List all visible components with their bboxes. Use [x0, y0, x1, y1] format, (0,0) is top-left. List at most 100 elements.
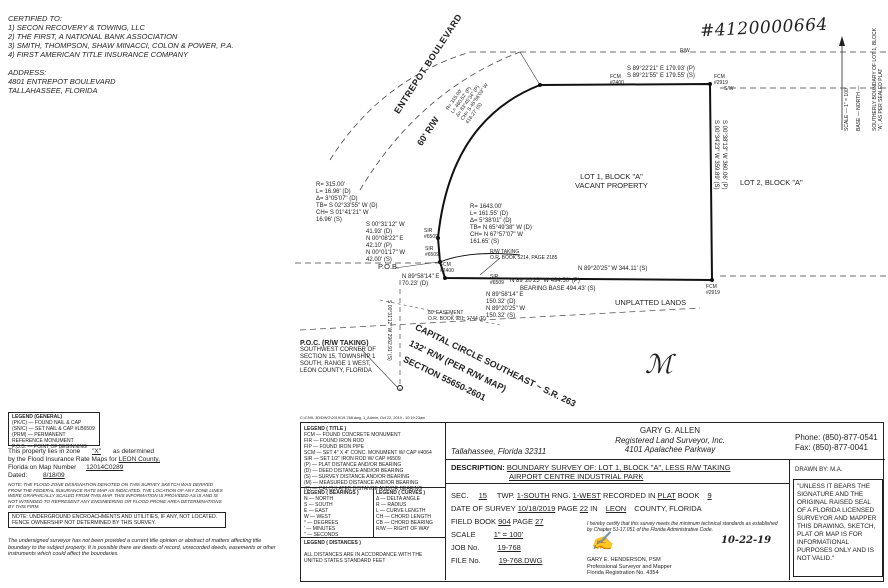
bearing-text: 42.00' (S): [366, 257, 392, 263]
scale-value: 1" = 100': [493, 530, 524, 539]
legend-bearings: LEGEND ( BEARINGS ) N — NORTH S — SOUTH …: [304, 490, 372, 538]
legend-item: SCM — SET 4" X 4" CONC. MONUMENT W/ CAP …: [304, 450, 432, 456]
job-value: 19-768: [497, 543, 521, 552]
monument-marker: [436, 236, 440, 240]
easement-label: 80' EASEMENT O.R. BOOK 981, 1744 (P): [428, 310, 486, 322]
signer-name: GARY E. HENDERSON, PSM: [587, 557, 661, 563]
curve-text: R= 315.00': [316, 182, 346, 188]
curve-text: TB= N 65°49'38" W (D): [470, 225, 532, 231]
marker-label: FCM #2400: [610, 74, 624, 86]
field-label: RECORDED IN: [602, 491, 656, 500]
marker-label: FCM #2919: [706, 284, 720, 296]
entrepot-west-edge: [329, 51, 471, 161]
bearing-text: N 00°01'17" W: [366, 250, 406, 256]
legend-item: SIR — SET 1/2" IRON ROD W/ CAP #6509: [304, 456, 401, 462]
legend-item: (P) — PLAT DISTANCE AND/OR BEARING: [304, 462, 402, 468]
flood-text: Florida on Map Number: [8, 464, 77, 471]
legend-item: R — RADIUS: [376, 502, 407, 508]
rng-value: 1-WEST: [572, 491, 601, 500]
curve-text: CH= N 67°57'07" W: [470, 232, 523, 238]
certified-line: 2) THE FIRST, A NATIONAL BANK ASSOCIATIO…: [8, 32, 178, 41]
description-block: DESCRIPTION: BOUNDARY SURVEY OF: LOT 1, …: [451, 463, 787, 481]
surveyor-name: GARY G. ALLEN: [639, 426, 701, 435]
signature-date: 10-22-19: [721, 535, 772, 546]
bottom-bearing: N 89°20'25" W 344.11' (S): [578, 266, 648, 272]
legend-item: FCM — FOUND CONCRETE MONUMENT: [304, 432, 401, 438]
field-label: IN: [590, 504, 598, 513]
rw-taking-arc: [439, 253, 521, 263]
curve-text: TB= S 02°33'55" W (D): [316, 203, 378, 209]
flood-map-number: 12014C0289: [86, 464, 124, 471]
legend-title: LEGEND ( BEARINGS ): [304, 490, 359, 496]
signer-title: Professional Surveyor and Mapper: [587, 563, 672, 570]
radial-line: [519, 51, 541, 86]
entrepot-east-edge: [359, 51, 521, 191]
west-line-label: S 00°31'12" W 2962.91' (S): [386, 300, 392, 361]
monument-marker: [538, 83, 542, 87]
marker-label: SIR #6509: [425, 246, 439, 258]
pob-leader: [394, 261, 439, 269]
field-label: FIELD BOOK: [451, 517, 497, 526]
surveyor-city: Tallahassee, Florida 32311: [451, 447, 547, 456]
monument-marker: [710, 278, 714, 282]
phone-text: Phone: (850)-877-0541: [795, 433, 878, 442]
easement-text: 80' EASEMENT: [428, 310, 464, 316]
legend-item: CB — CHORD BEARING: [376, 520, 433, 526]
legend-item: W — WEST: [304, 514, 331, 520]
field-label: PAGE: [512, 517, 534, 526]
legend-item: (S) — SURVEY DISTANCE AND/OR BEARING: [304, 474, 410, 480]
certified-line: 1) SECON RECOVERY & TOWING, LLC: [8, 23, 145, 32]
marker-label: SIR #6509: [424, 228, 438, 240]
certified-line: 3) SMITH, THOMPSON, SHAW MINACCI, COLON …: [8, 41, 234, 50]
curve-text: CH= S 01°41'21" W: [316, 210, 369, 216]
legend-title: LEGEND ( TITLE ): [304, 426, 347, 432]
legend-item: ' — MINUTES: [304, 526, 336, 532]
legend-title: LEGEND (GENERAL): [12, 414, 62, 420]
disclaimer: The undersigned surveyor has not been pr…: [8, 538, 276, 558]
description-text: BOUNDARY SURVEY OF: LOT 1, BLOCK "A", LE…: [506, 463, 731, 472]
field-book-page-value: 27: [535, 517, 544, 526]
monument-marker: [708, 82, 712, 86]
bearing-text: 42.10' (P): [366, 243, 392, 249]
legend-distances: LEGEND ( DISTANCES ) ALL DISTANCES ARE I…: [304, 540, 442, 564]
page-value: 22: [579, 504, 589, 513]
recorded-value: PLAT: [657, 491, 676, 500]
field-label: COUNTY, FLORIDA: [634, 504, 702, 513]
description-label: DESCRIPTION:: [451, 463, 505, 472]
curve2-block: R= 1643.00' L= 161.55' (D) Δ= 5°38'01" (…: [470, 204, 532, 246]
south-segment-1: N 89°58'14" E 70.23' (D): [402, 274, 439, 288]
address-heading: ADDRESS:: [8, 68, 47, 77]
easement-text: O.R. BOOK 981, 1744 (P): [428, 316, 486, 322]
signature-block: GARY E. HENDERSON, PSM Professional Surv…: [587, 557, 783, 577]
legend-item: E — EAST: [304, 508, 329, 514]
bearing-text: S 89°21'55" E 179.55' (S): [627, 73, 695, 79]
bearing-text: N 89°58'14" E: [486, 292, 524, 298]
poc-title: P.O.C. (R/W TAKING): [300, 340, 369, 347]
surveyor-title: Registered Land Surveyor, Inc.: [615, 435, 725, 445]
rw-taking-text: O.R. BOOK 5214, PAGE 2185: [490, 255, 558, 261]
monument-marker: [443, 276, 447, 280]
bearing-text: 150.32' (D): [486, 299, 516, 305]
legend-item: R/W — RIGHT OF WAY: [376, 526, 430, 532]
encroachment-note: NOTE: UNDERGROUND ENCROACHMENTS AND UTIL…: [8, 512, 226, 528]
pob-label: P.O.B.: [378, 262, 400, 271]
bearing-text: S 00°31'12" W: [366, 222, 405, 228]
bearing-text: S 89°22'21" E 179.93' (P): [627, 66, 695, 72]
east-bearing-2: S 00°34'23" W 359.89' (S): [713, 120, 719, 190]
legend-item: FIP — FOUND IRON PIPE: [304, 444, 364, 450]
legend-item: N — NORTH: [304, 496, 334, 502]
legend-item: ALL DISTANCES ARE IN ACCORDANCE WITH THE…: [304, 552, 423, 564]
field-label: RNG.: [551, 491, 571, 500]
title-block: LEGEND ( TITLE ) FCM — FOUND CONCRETE MO…: [300, 422, 885, 582]
fax-text: Fax: (850)-877-0041: [795, 443, 868, 452]
south-segment-2: N 89°58'14" E 150.32' (D) N 89°20'25" W …: [486, 292, 525, 320]
flood-text: as determined: [112, 448, 155, 455]
handwritten-initials: ℳ: [645, 350, 673, 380]
rw-leader: [479, 257, 501, 276]
signature-mark: ✍: [591, 531, 614, 552]
file-value: 19-768.DWG: [498, 556, 543, 565]
legend-title: LEGEND ( CURVES ): [376, 490, 426, 496]
sec-value: 15: [478, 491, 487, 500]
curve-text: L= 16.96' (D): [316, 189, 351, 195]
